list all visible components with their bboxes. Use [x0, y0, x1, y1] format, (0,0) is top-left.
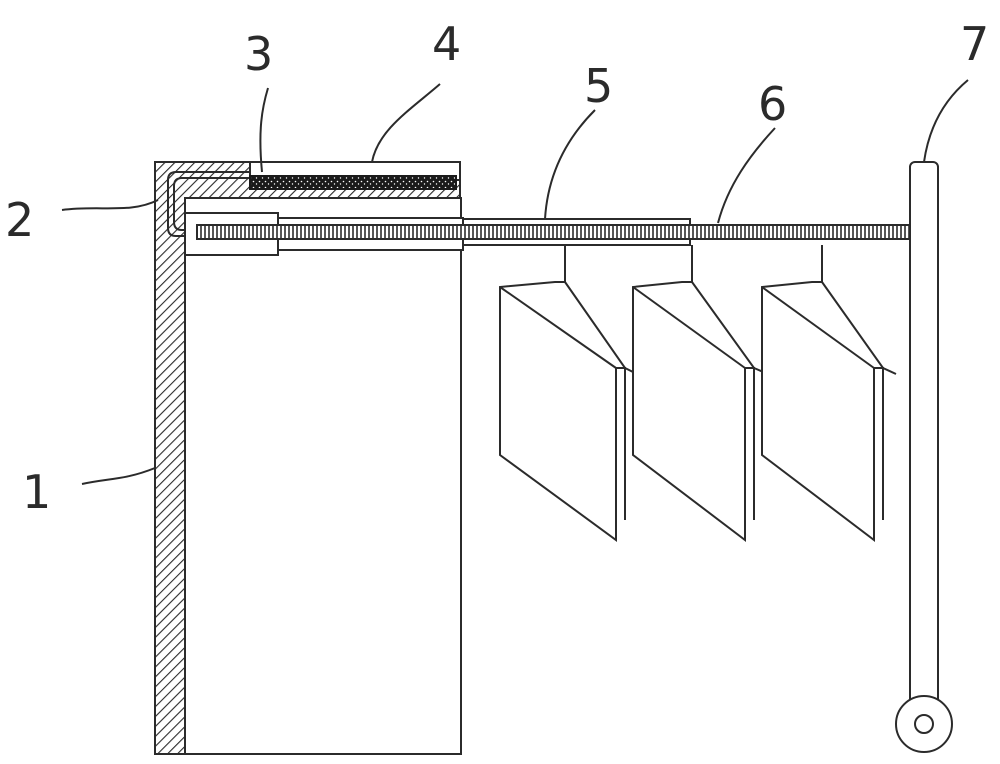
label-1: 1 — [22, 465, 51, 519]
top-assembly — [249, 161, 461, 190]
leader-4 — [371, 83, 441, 163]
cabinet-body — [154, 161, 462, 755]
bent-tube — [167, 171, 250, 237]
leader-5 — [544, 109, 596, 220]
leader-6 — [717, 127, 776, 224]
hanger-2 — [632, 245, 769, 543]
label-3: 3 — [244, 27, 273, 81]
hanger-3 — [761, 245, 897, 543]
leader-lines — [61, 79, 969, 485]
leader-3 — [259, 87, 269, 173]
part-labels: 1 2 3 4 5 6 7 — [5, 17, 989, 519]
threaded-rod-6 — [196, 224, 913, 240]
post-body — [909, 161, 939, 723]
leader-1 — [81, 467, 156, 485]
hanger-1 — [499, 245, 638, 542]
cabinet-interior — [184, 197, 462, 755]
wheel-hub — [914, 714, 934, 734]
label-7: 7 — [960, 17, 989, 71]
post-7 — [895, 161, 953, 753]
leader-2 — [61, 199, 159, 211]
label-4: 4 — [432, 17, 461, 71]
label-5: 5 — [584, 59, 613, 113]
strip-3 — [249, 175, 457, 190]
label-2: 2 — [5, 193, 34, 247]
label-6: 6 — [758, 77, 787, 131]
leader-7 — [923, 79, 969, 163]
